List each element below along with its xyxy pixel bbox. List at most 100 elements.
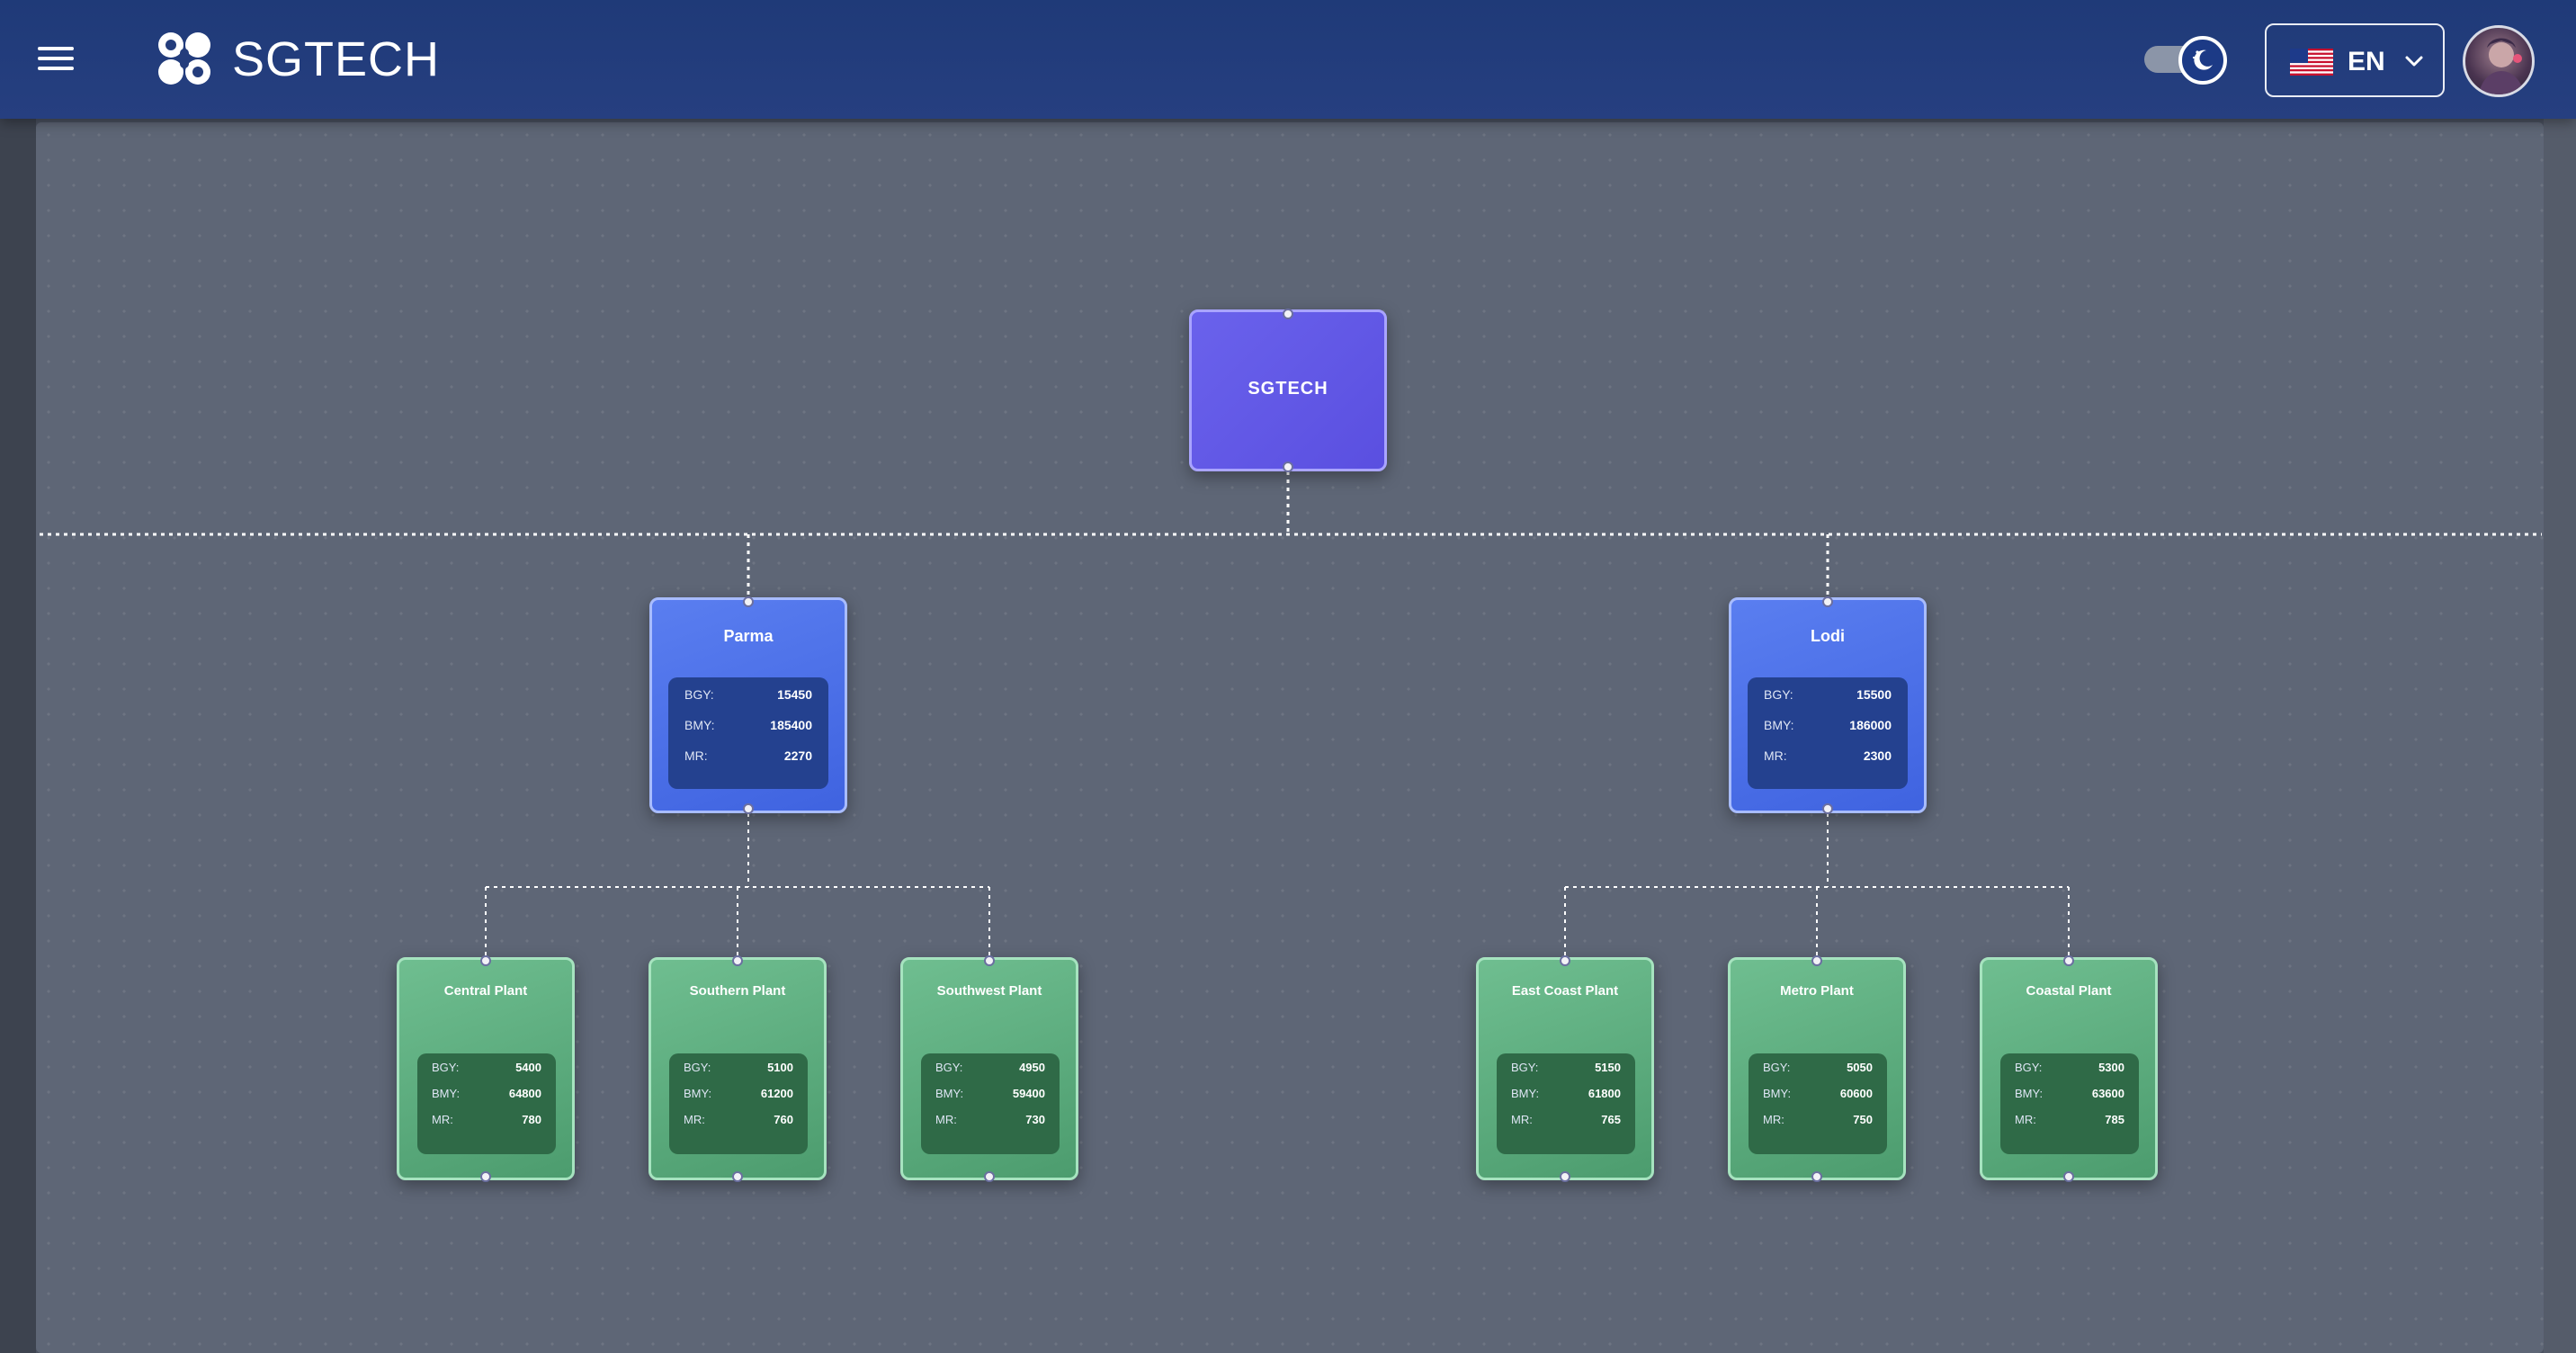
chevron-down-icon xyxy=(2405,56,2423,67)
root-input-handle[interactable] xyxy=(1283,309,1293,319)
stat-value: 64800 xyxy=(508,1087,541,1100)
node-title: Central Plant xyxy=(443,983,528,999)
stat-value: 780 xyxy=(522,1113,541,1126)
node-stats: BGY: 5100 BMY:61200 MR: 760 xyxy=(669,1053,808,1154)
node-title: Southwest Plant xyxy=(936,983,1042,999)
stat-value: 5300 xyxy=(2098,1061,2124,1074)
plant-node-southwest[interactable]: Southwest Plant BGY:4950 BMY:59400 MR:73… xyxy=(900,957,1078,1180)
menu-line xyxy=(38,47,74,50)
plant-input-handle[interactable] xyxy=(480,955,491,966)
stat-label: BGY: xyxy=(1763,1061,1791,1074)
plant-output-handle[interactable] xyxy=(1560,1171,1570,1182)
stat-label: BGY: xyxy=(2015,1061,2043,1074)
stat-value: 186000 xyxy=(1849,718,1892,732)
plant-node-coastal[interactable]: Coastal Plant BGY:5300 BMY:63600 MR:785 xyxy=(1980,957,2158,1180)
parma-output-handle[interactable] xyxy=(743,803,754,814)
node-stats: BGY:15450 BMY:185400 MR:2270 xyxy=(668,677,828,789)
stat-value: 2270 xyxy=(783,748,812,763)
plant-input-handle[interactable] xyxy=(1560,955,1570,966)
stat-label: BMY: xyxy=(935,1087,964,1100)
language-code: EN xyxy=(2348,47,2385,76)
stat-value: 5400 xyxy=(515,1061,541,1074)
top-app-bar: SGTECH EN xyxy=(0,0,2576,119)
menu-line xyxy=(38,67,74,70)
node-title: Lodi xyxy=(1811,627,1845,645)
stat-label: MR: xyxy=(1763,1113,1784,1126)
stat-row: MR:750 xyxy=(1749,1107,1887,1133)
plant-node-metro[interactable]: Metro Plant BGY:5050 BMY: 60600 MR:750 xyxy=(1728,957,1906,1180)
stat-label: MR: xyxy=(935,1113,957,1126)
stat-value: 765 xyxy=(1601,1113,1621,1126)
moon-icon xyxy=(2192,49,2213,70)
region-node-parma[interactable]: Parma BGY:15450 BMY:185400 MR:2270 xyxy=(649,597,847,813)
brand-name[interactable]: SGTECH xyxy=(232,32,441,86)
theme-toggle[interactable] xyxy=(2144,36,2231,85)
stat-label: BGY: xyxy=(432,1061,460,1074)
plant-input-handle[interactable] xyxy=(2063,955,2074,966)
lodi-output-handle[interactable] xyxy=(1822,803,1833,814)
stat-value: 5100 xyxy=(767,1061,793,1074)
stat-label: BGY: xyxy=(1764,687,1793,702)
user-avatar[interactable] xyxy=(2463,25,2535,97)
node-title: Metro Plant xyxy=(1780,983,1854,999)
avatar-image xyxy=(2478,38,2525,94)
stat-row: MR:2270 xyxy=(668,742,828,769)
stat-row: BGY: 5100 xyxy=(669,1055,808,1080)
stat-value: 785 xyxy=(2105,1113,2124,1126)
stat-label: BMY: xyxy=(1764,718,1794,732)
stat-row: MR:780 xyxy=(417,1107,556,1133)
plant-node-central[interactable]: Central Plant BGY: 5400 BMY: 64800 MR:780 xyxy=(397,957,575,1180)
stat-label: BGY: xyxy=(684,1061,711,1074)
stat-label: BMY: xyxy=(432,1087,461,1100)
stat-value: 2300 xyxy=(1863,748,1892,763)
stat-row: BMY:61800 xyxy=(1497,1081,1635,1107)
stat-label: MR: xyxy=(2015,1113,2036,1126)
stat-label: BMY: xyxy=(1511,1087,1540,1100)
plant-output-handle[interactable] xyxy=(2063,1171,2074,1182)
stat-row: BGY: 5400 xyxy=(417,1055,556,1080)
stat-row: BMY:61200 xyxy=(669,1081,808,1107)
plant-input-handle[interactable] xyxy=(984,955,995,966)
stat-label: BGY: xyxy=(684,687,714,702)
stat-label: BMY: xyxy=(1763,1087,1792,1100)
stat-label: MR: xyxy=(684,1113,705,1126)
node-stats: BGY:5300 BMY:63600 MR:785 xyxy=(2000,1053,2139,1154)
node-stats: BGY:15500 BMY: 186000 MR:2300 xyxy=(1748,677,1908,789)
language-select[interactable]: EN xyxy=(2265,23,2445,97)
stat-row: BMY: 64800 xyxy=(417,1081,556,1107)
stat-row: BGY:15500 xyxy=(1748,681,1908,708)
plant-output-handle[interactable] xyxy=(1811,1171,1822,1182)
menu-line xyxy=(38,57,74,60)
region-node-lodi[interactable]: Lodi BGY:15500 BMY: 186000 MR:2300 xyxy=(1729,597,1927,813)
root-node-sgtech[interactable]: SGTECH xyxy=(1189,309,1387,471)
stat-row: MR:2300 xyxy=(1748,742,1908,769)
plant-node-southern[interactable]: Southern Plant BGY: 5100 BMY:61200 MR: 760 xyxy=(648,957,827,1180)
plant-output-handle[interactable] xyxy=(984,1171,995,1182)
plant-output-handle[interactable] xyxy=(480,1171,491,1182)
hamburger-menu-icon[interactable] xyxy=(38,45,74,72)
parma-input-handle[interactable] xyxy=(743,596,754,607)
stat-row: MR:765 xyxy=(1497,1107,1635,1133)
stat-row: BGY:5050 xyxy=(1749,1055,1887,1080)
sgtech-logo-icon xyxy=(158,32,210,85)
node-stats: BGY:4950 BMY:59400 MR:730 xyxy=(921,1053,1060,1154)
stat-row: BGY:5150 xyxy=(1497,1055,1635,1080)
stat-value: 60600 xyxy=(1839,1087,1873,1100)
plant-node-east-coast[interactable]: East Coast Plant BGY:5150 BMY:61800 MR:7… xyxy=(1476,957,1654,1180)
sidebar-edge xyxy=(0,119,36,1353)
node-title: East Coast Plant xyxy=(1511,983,1619,999)
node-stats: BGY:5150 BMY:61800 MR:765 xyxy=(1497,1053,1635,1154)
node-stats: BGY:5050 BMY: 60600 MR:750 xyxy=(1749,1053,1887,1154)
us-flag-icon xyxy=(2290,49,2333,76)
plant-input-handle[interactable] xyxy=(1811,955,1822,966)
plant-input-handle[interactable] xyxy=(732,955,743,966)
stat-label: BMY: xyxy=(684,1087,712,1100)
stat-value: 185400 xyxy=(770,718,812,732)
node-title: Southern Plant xyxy=(689,983,786,999)
stat-value: 760 xyxy=(774,1113,793,1126)
root-output-handle[interactable] xyxy=(1283,461,1293,472)
theme-toggle-knob xyxy=(2178,36,2227,85)
lodi-input-handle[interactable] xyxy=(1822,596,1833,607)
node-stats: BGY: 5400 BMY: 64800 MR:780 xyxy=(417,1053,556,1154)
plant-output-handle[interactable] xyxy=(732,1171,743,1182)
